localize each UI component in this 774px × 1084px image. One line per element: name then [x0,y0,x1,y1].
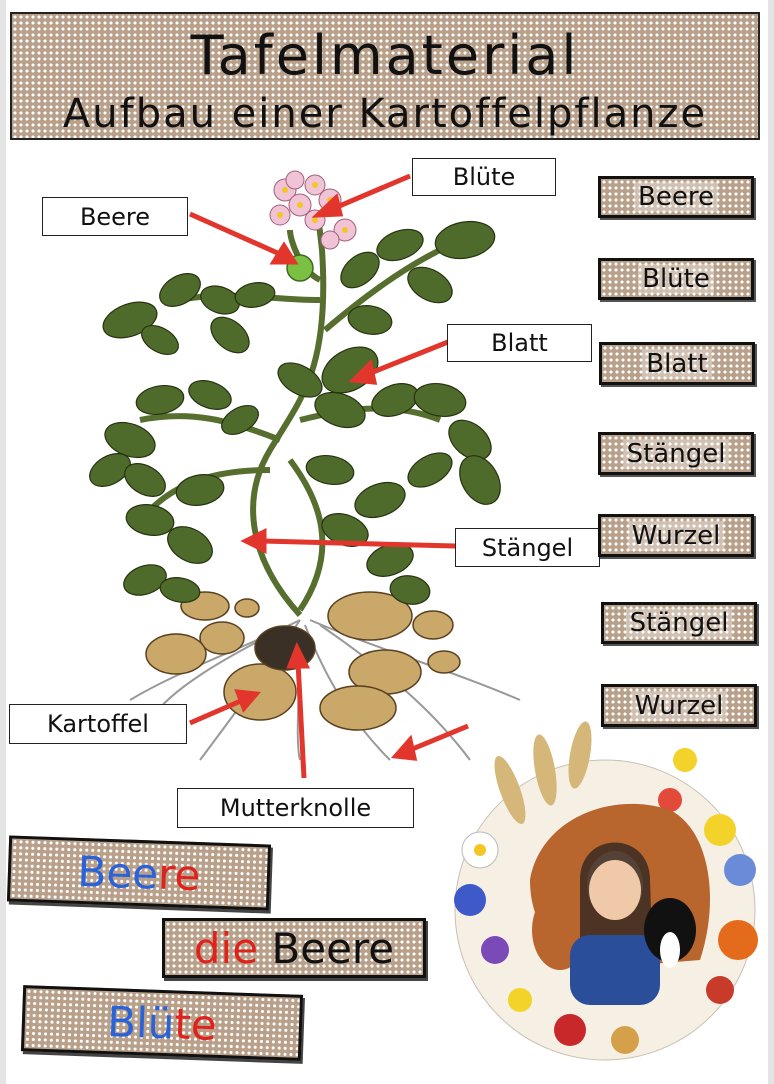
wreath-flowers [454,748,758,1054]
dog [644,898,696,968]
pointer-arrows [188,173,469,779]
label-kartoffel: Kartoffel [9,704,187,744]
word-card[interactable]: Wurzel [598,514,754,557]
header-banner: Tafelmaterial Aufbau einer Kartoffelpfla… [10,12,760,140]
label-beere: Beere [42,197,188,236]
word-card[interactable]: Blatt [599,342,755,385]
word-card[interactable]: Beere [598,176,754,218]
word-card[interactable]: Wurzel [601,684,757,727]
word-card[interactable]: Blüte [598,258,754,300]
author-logo-illustration [454,721,758,1061]
word-card[interactable]: Stängel [598,432,754,475]
word-card[interactable]: Stängel [601,602,757,644]
wheat-ears [494,721,592,825]
label-staengel: Stängel [455,528,600,567]
flowers [269,170,357,250]
leaves [89,220,501,605]
syllable-card-die-beere[interactable]: die Beere [162,918,426,978]
label-mutterknolle: Mutterknolle [177,788,414,828]
page-subtitle: Aufbau einer Kartoffelpflanze [62,91,708,137]
person [570,842,660,1005]
label-bluete: Blüte [412,158,556,196]
label-blatt: Blatt [447,324,592,362]
page-title: Tafelmaterial [190,24,580,87]
